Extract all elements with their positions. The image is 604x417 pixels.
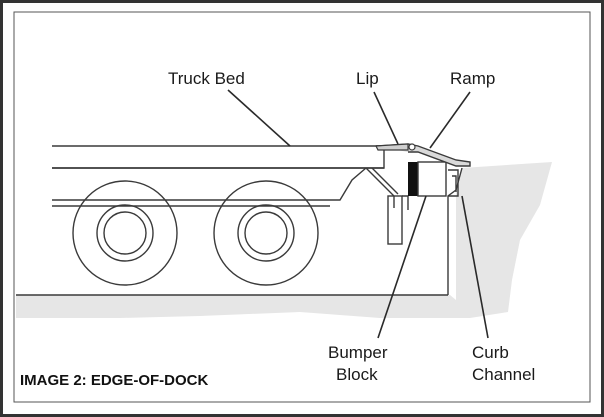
label-curb-line2: Channel xyxy=(472,365,535,384)
dock-wall xyxy=(447,167,463,295)
lip-hinge xyxy=(408,143,416,151)
chassis-rail xyxy=(52,167,367,201)
curb-channel xyxy=(448,169,459,197)
diagram-panel xyxy=(13,11,591,403)
leader-curb-channel xyxy=(461,195,489,339)
label-bumper-line1: Bumper xyxy=(328,343,388,362)
truck-wheel-rear xyxy=(213,180,319,286)
leader-ramp xyxy=(429,91,471,149)
leader-lip xyxy=(373,91,399,145)
label-truck-bed: Truck Bed xyxy=(168,69,245,88)
label-lip: Lip xyxy=(356,69,379,88)
label-curb-line1: Curb xyxy=(472,343,509,362)
bumper-block xyxy=(408,162,418,196)
truck-wheel-front xyxy=(72,180,178,286)
rear-bumper-post xyxy=(387,195,403,245)
dock-lip xyxy=(375,143,409,151)
figure-caption: IMAGE 2: EDGE-OF-DOCK xyxy=(20,372,209,389)
bumper-block-housing xyxy=(417,161,447,197)
leader-bumper-block xyxy=(377,195,427,339)
label-bumper-line2: Block xyxy=(336,365,378,384)
label-ramp: Ramp xyxy=(450,69,495,88)
leader-truck-bed xyxy=(227,89,291,147)
dock-ground xyxy=(16,162,552,318)
